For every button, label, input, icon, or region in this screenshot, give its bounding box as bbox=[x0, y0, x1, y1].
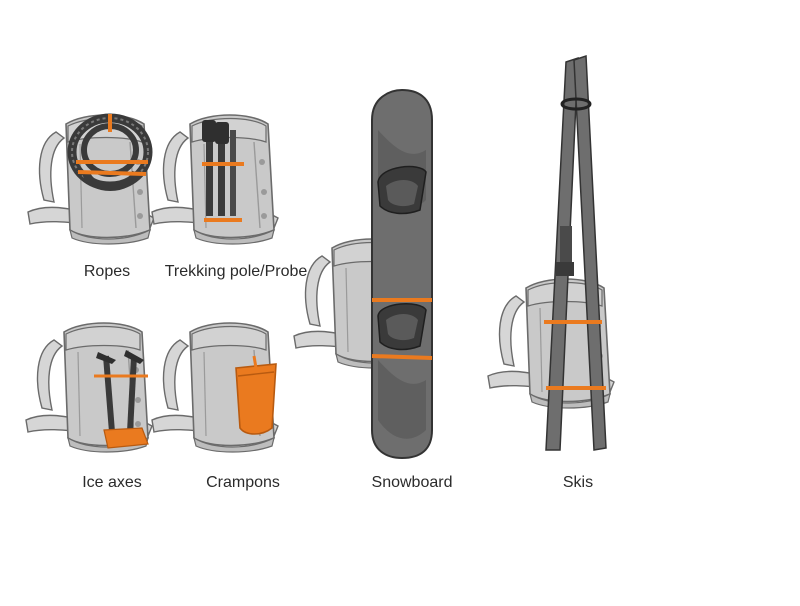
ice-axes-illustration bbox=[25, 322, 153, 453]
axe-holder-icon bbox=[103, 427, 149, 449]
skis-caption: Skis bbox=[563, 474, 593, 491]
ropes-caption: Ropes bbox=[84, 263, 130, 280]
snowboard-icon bbox=[371, 88, 433, 460]
ice-axes-caption: Ice axes bbox=[82, 474, 142, 491]
strap-icon bbox=[76, 114, 148, 176]
trekking-pole-illustration bbox=[151, 114, 279, 245]
trekking-pole-caption: Trekking pole/Probe bbox=[165, 263, 308, 280]
binding-icon bbox=[377, 165, 427, 351]
crampons-caption: Crampons bbox=[206, 474, 280, 491]
trekking-pole-icon bbox=[202, 120, 236, 216]
crampon-bag-icon bbox=[235, 355, 277, 435]
skis-illustration bbox=[487, 54, 615, 451]
snowboard-caption: Snowboard bbox=[372, 474, 453, 491]
ropes-illustration bbox=[27, 113, 155, 245]
crampons-illustration bbox=[151, 322, 279, 453]
snowboard-illustration bbox=[293, 88, 433, 460]
ice-axe-icon bbox=[96, 350, 144, 433]
ski-strap-icon bbox=[560, 97, 592, 111]
